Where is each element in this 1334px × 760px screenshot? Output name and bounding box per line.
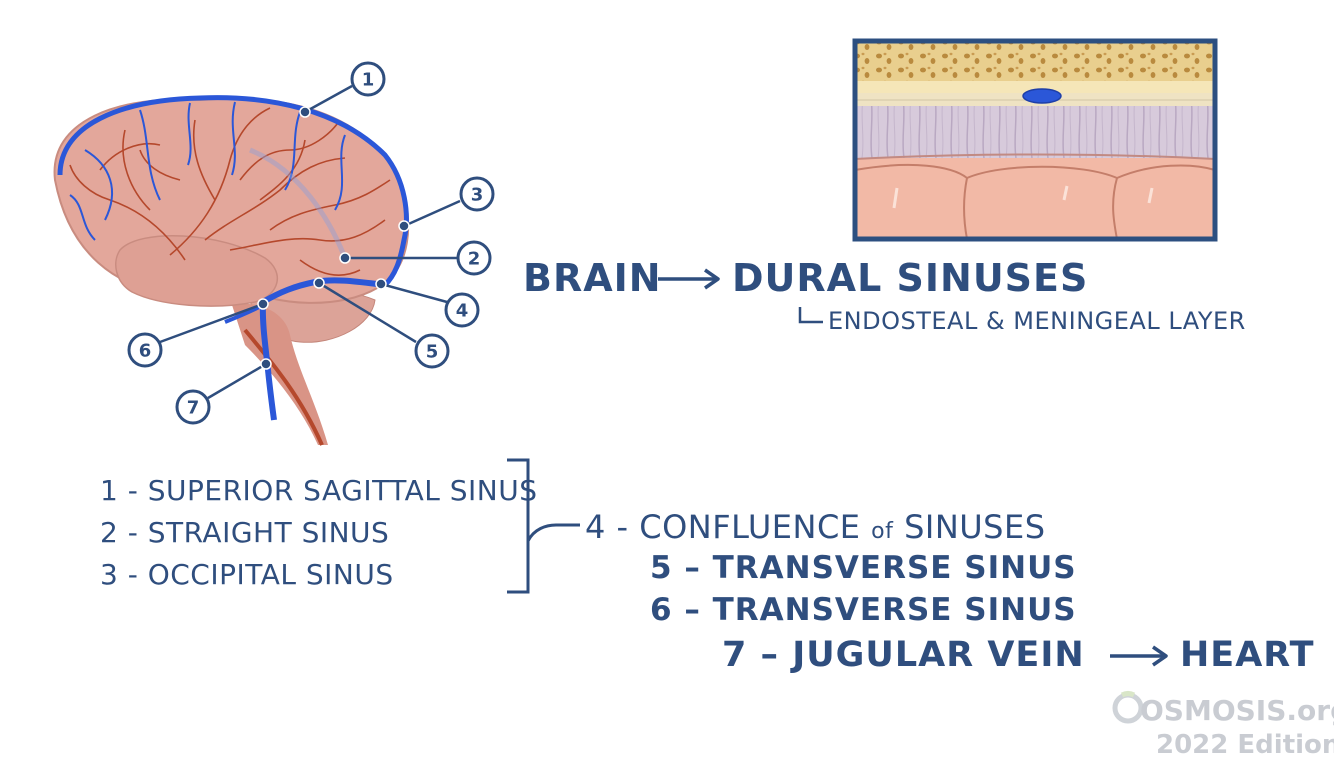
watermark-brand: OSMOSIS.org bbox=[1140, 694, 1334, 727]
marker-7: 7 bbox=[187, 398, 200, 419]
marker-4: 4 bbox=[456, 301, 469, 322]
left-list: 1 - SUPERIOR SAGITTAL SINUS 2 - STRAIGHT… bbox=[100, 470, 538, 596]
list-item: 3 - OCCIPITAL SINUS bbox=[100, 554, 538, 596]
watermark-edition: 2022 Edition bbox=[1156, 730, 1334, 760]
arrow-icon bbox=[1107, 643, 1173, 669]
corner-connector-icon bbox=[795, 305, 825, 329]
sinus-dot bbox=[1023, 89, 1061, 103]
flow-brain: BRAIN bbox=[523, 256, 662, 300]
list-item: 1 - SUPERIOR SAGITTAL SINUS bbox=[100, 470, 538, 512]
bracket-icon bbox=[500, 455, 590, 600]
cross-section-inset bbox=[852, 38, 1218, 242]
marker-6: 6 bbox=[139, 341, 152, 362]
item-transverse-6: 6 – TRANSVERSE SINUS bbox=[650, 592, 1077, 628]
marker-5: 5 bbox=[426, 342, 439, 363]
marker-2: 2 bbox=[468, 249, 481, 270]
item-heart: HEART bbox=[1180, 635, 1315, 675]
layer-note: ENDOSTEAL & MENINGEAL LAYER bbox=[828, 307, 1246, 335]
item-confluence: 4 - CONFLUENCE of SINUSES bbox=[585, 508, 1046, 546]
flow-dural-sinuses: DURAL SINUSES bbox=[732, 256, 1088, 300]
arrow-icon bbox=[655, 266, 725, 292]
marker-3: 3 bbox=[471, 185, 484, 206]
marker-1: 1 bbox=[362, 70, 375, 91]
item-jugular: 7 – JUGULAR VEIN bbox=[722, 635, 1085, 675]
list-item: 2 - STRAIGHT SINUS bbox=[100, 512, 538, 554]
item-transverse-5: 5 – TRANSVERSE SINUS bbox=[650, 550, 1077, 586]
brain-illustration: 1 3 2 4 5 6 7 bbox=[0, 0, 520, 460]
